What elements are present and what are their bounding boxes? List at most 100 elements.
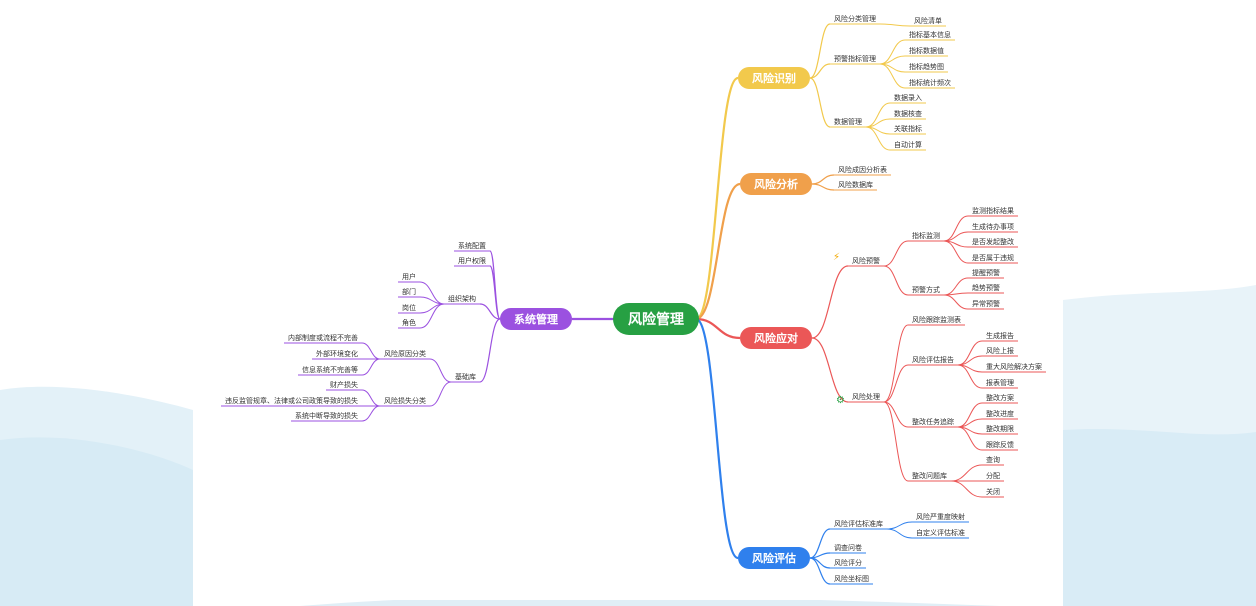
leaf-node[interactable]: 是否发起整改 [968, 237, 1018, 248]
connector-line [811, 265, 849, 339]
leaf-node[interactable]: 自动计算 [890, 140, 926, 151]
l1-node[interactable]: 风险数据库 [834, 180, 877, 191]
l2-node[interactable]: 风险评估报告 [908, 355, 958, 366]
l1-node[interactable]: 风险处理 [848, 392, 884, 403]
leaf-node[interactable]: 整改进度 [982, 409, 1018, 420]
node-label: 指标监测 [912, 231, 940, 240]
node-label: 用户权限 [458, 256, 486, 265]
connector-line [809, 77, 831, 128]
leaf-node[interactable]: 指标统计频次 [905, 78, 955, 89]
connector-line [883, 240, 909, 267]
node-label: 风险严重度映射 [916, 512, 965, 521]
leaf-node[interactable]: 用户 [398, 272, 420, 283]
leaf-node[interactable]: 是否属于违规 [968, 253, 1018, 264]
branch-system-management[interactable]: 系统管理 [500, 308, 572, 330]
node-label: 风险应对 [754, 331, 798, 345]
leaf-node[interactable]: 部门 [398, 287, 420, 298]
l2-node[interactable]: 整改任务追踪 [908, 417, 958, 428]
branch-risk-response[interactable]: 风险应对 [740, 327, 812, 349]
connector-line [419, 303, 445, 329]
leaf-node[interactable]: 整改期限 [982, 424, 1018, 435]
leaf-node[interactable]: 角色 [398, 318, 420, 329]
leaf-node[interactable]: 异常预警 [968, 299, 1004, 310]
leaf-node[interactable]: 整改方案 [982, 393, 1018, 404]
l1-node[interactable]: 组织架构 [444, 294, 480, 305]
node-label: 报表管理 [986, 378, 1014, 387]
root-node[interactable]: 风险管理 [613, 303, 699, 335]
leaf-node[interactable]: 数据核查 [890, 109, 926, 120]
leaf-node[interactable]: 风险严重度映射 [912, 512, 969, 523]
node-label: 数据录入 [894, 93, 922, 102]
node-label: 风险分析 [754, 177, 798, 191]
leaf-node[interactable]: 生成报告 [982, 331, 1018, 342]
l2-node[interactable]: 指标监测 [908, 231, 944, 242]
node-label: 系统中断导致的损失 [295, 411, 358, 420]
node-label: 内部制度或流程不完善 [288, 333, 358, 342]
leaf-node[interactable]: 指标数据值 [905, 46, 948, 57]
node-label: 风险处理 [852, 392, 880, 401]
leaf-node[interactable]: 违反监管规章、法律或公司政策导致的损失 [221, 396, 362, 407]
branch-risk-assess[interactable]: 风险评估 [738, 547, 810, 569]
leaf-node[interactable]: 风险上报 [982, 346, 1018, 357]
connector-line [809, 528, 831, 559]
l2-node[interactable]: 风险原因分类 [380, 349, 430, 360]
node-label: 指标趋势图 [909, 62, 944, 71]
leaf-node[interactable]: 趋势预警 [968, 283, 1004, 294]
connector-line [883, 401, 909, 482]
branch-risk-analysis[interactable]: 风险分析 [740, 173, 812, 195]
l2-node[interactable]: 整改问题库 [908, 471, 951, 482]
l1-node[interactable]: 预警指标管理 [830, 54, 880, 65]
leaf-node[interactable]: 报表管理 [982, 378, 1018, 389]
leaf-node[interactable]: 风险清单 [910, 16, 946, 27]
node-label: 自定义评估标准 [916, 528, 965, 537]
leaf-node[interactable]: 指标基本信息 [905, 30, 955, 41]
connector-line [695, 76, 739, 321]
connector-line [811, 174, 835, 185]
l1-node[interactable]: 风险成因分析表 [834, 165, 891, 176]
leaf-node[interactable]: 财产损失 [326, 380, 362, 391]
leaf-node[interactable]: 系统中断导致的损失 [291, 411, 362, 422]
node-label: 基础库 [455, 372, 476, 381]
l1-node[interactable]: 基础库 [451, 372, 480, 383]
l1-node[interactable]: 风险评估标准库 [830, 519, 887, 530]
leaf-node[interactable]: 岗位 [398, 303, 420, 314]
l1-node[interactable]: 调查问卷 [830, 543, 866, 554]
leaf-node[interactable]: 查询 [982, 455, 1004, 466]
leaf-node[interactable]: 重大风险解决方案 [982, 362, 1046, 373]
leaf-node[interactable]: 指标趋势图 [905, 62, 948, 73]
connector-line [957, 364, 983, 389]
lightning-icon: ⚡ [833, 252, 840, 263]
node-label: 财产损失 [330, 380, 358, 389]
l1-node[interactable]: 用户权限 [454, 256, 490, 267]
l2-node[interactable]: 风险跟踪监测表 [908, 315, 965, 326]
l1-node[interactable]: 数据管理 [830, 117, 866, 128]
leaf-node[interactable]: 内部制度或流程不完善 [284, 333, 362, 344]
node-label: 风险评分 [834, 558, 862, 567]
l1-node[interactable]: 风险坐标图 [830, 574, 873, 585]
leaf-node[interactable]: 跟踪反馈 [982, 440, 1018, 451]
node-label: 关闭 [986, 487, 1000, 496]
leaf-node[interactable]: 关闭 [982, 487, 1004, 498]
leaf-node[interactable]: 信息系统不完善等 [298, 365, 362, 376]
branch-risk-identify[interactable]: 风险识别 [738, 67, 810, 89]
node-label: 系统配置 [458, 241, 486, 250]
l1-node[interactable]: 系统配置 [454, 241, 490, 252]
leaf-node[interactable]: 提醒预警 [968, 268, 1004, 279]
node-label: 用户 [402, 272, 416, 281]
leaf-node[interactable]: 数据录入 [890, 93, 926, 104]
leaf-node[interactable]: 关联指标 [890, 124, 926, 135]
connector-line [361, 389, 381, 407]
l2-node[interactable]: 预警方式 [908, 285, 944, 296]
leaf-node[interactable]: 自定义评估标准 [912, 528, 969, 539]
l1-node[interactable]: 风险评分 [830, 558, 866, 569]
connector-line [695, 317, 741, 340]
l1-node[interactable]: 风险分类管理 [830, 14, 880, 25]
l1-node[interactable]: 风险预警 [848, 256, 884, 267]
l2-node[interactable]: 风险损失分类 [380, 396, 430, 407]
leaf-node[interactable]: 监测指标结果 [968, 206, 1018, 217]
leaf-node[interactable]: 外部环境变化 [312, 349, 362, 360]
leaf-node[interactable]: 分配 [982, 471, 1004, 482]
leaf-node[interactable]: 生成待办事项 [968, 222, 1018, 233]
node-label: 组织架构 [448, 294, 476, 303]
